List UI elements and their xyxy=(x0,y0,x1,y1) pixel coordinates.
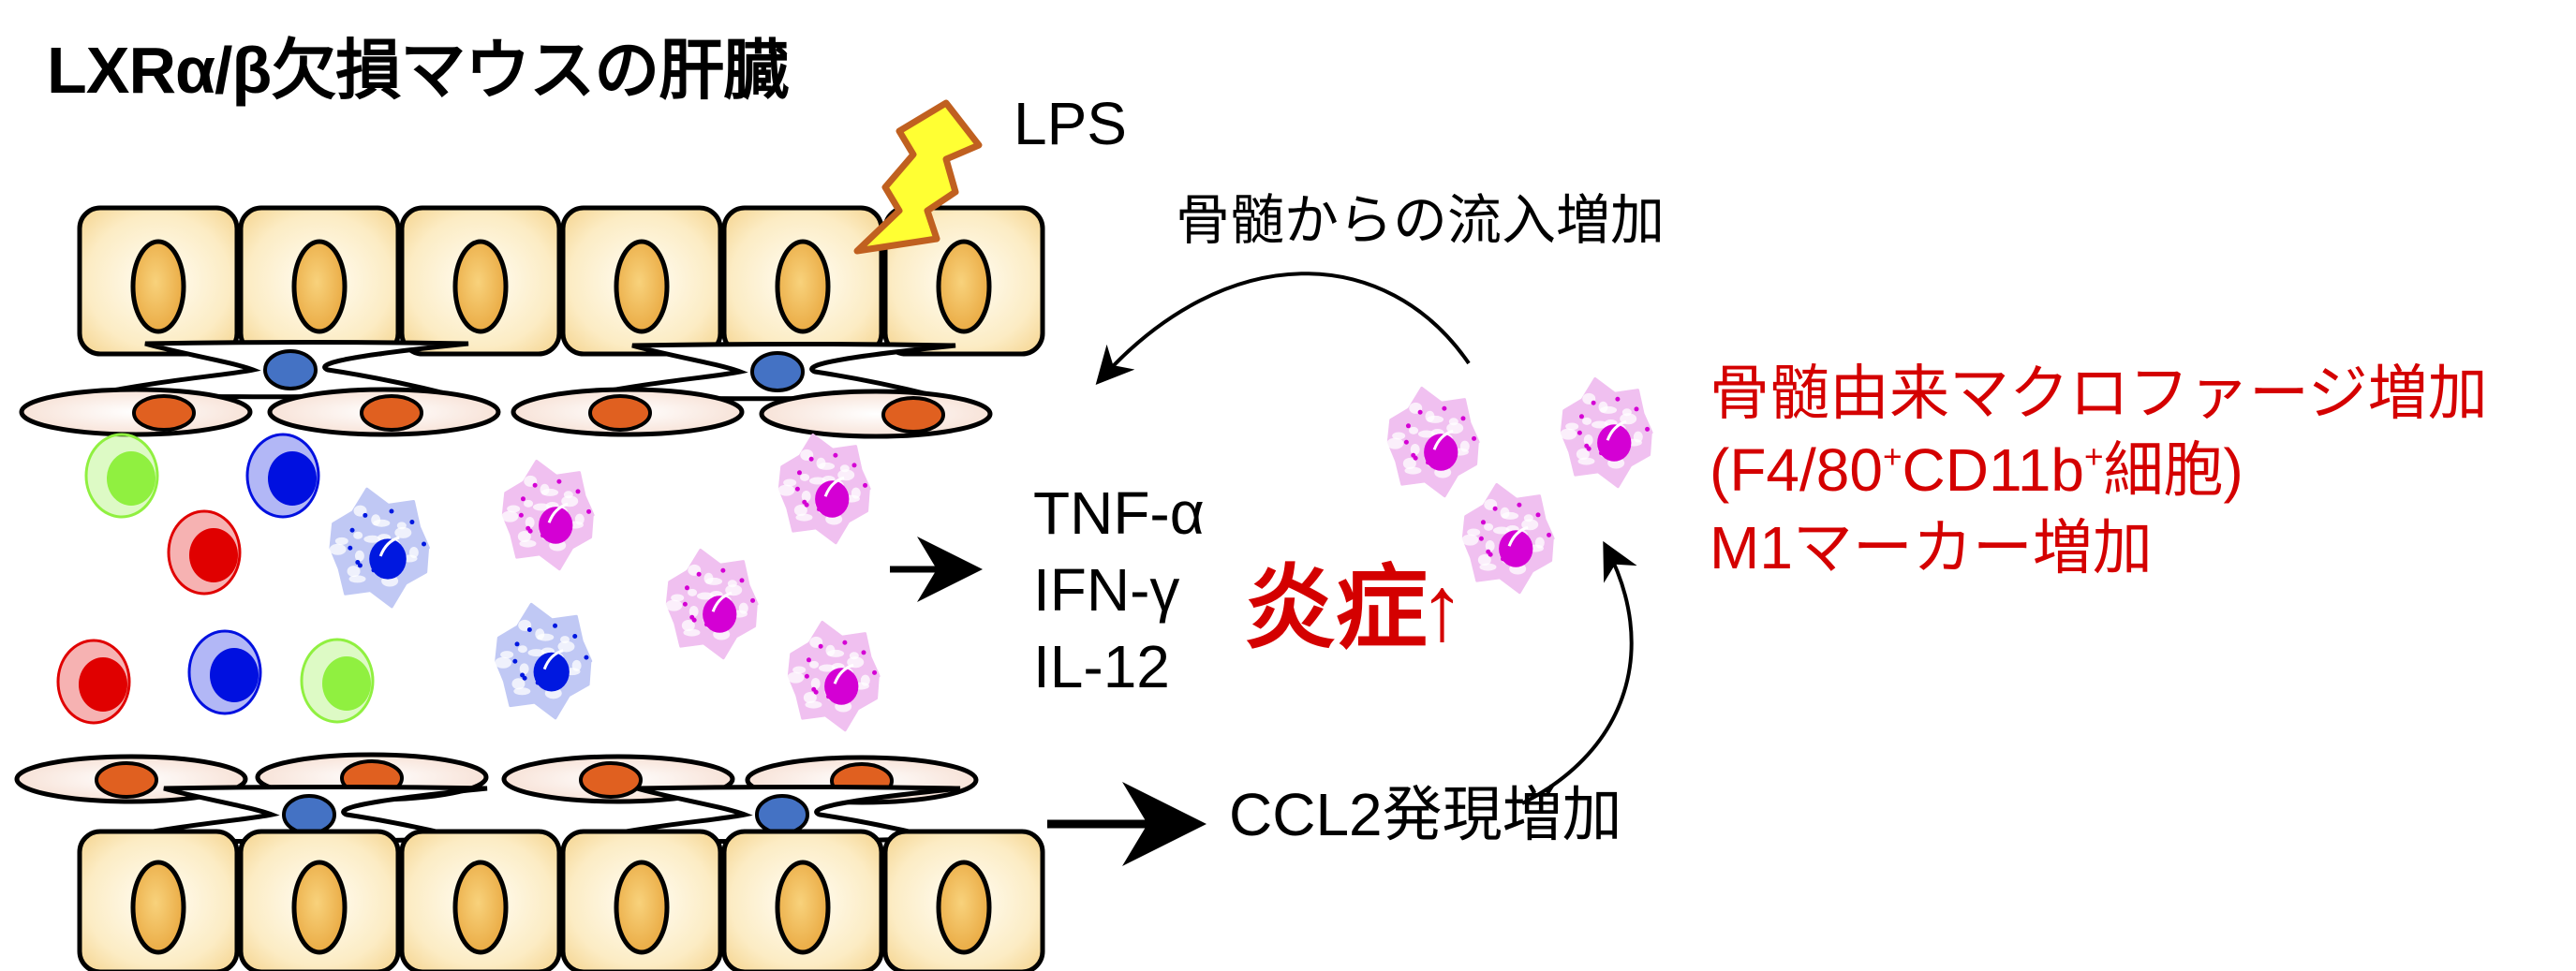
hepatocyte-nucleus xyxy=(614,860,670,955)
macrophage-nucleus xyxy=(1597,424,1632,462)
influx-curved-arrow xyxy=(1095,272,1471,385)
macrophage-nucleus xyxy=(1424,434,1458,471)
macrophage-nucleus xyxy=(533,652,570,692)
marker-prefix: (F4/80 xyxy=(1710,436,1883,504)
endothelial-nucleus xyxy=(360,394,423,432)
lymphocyte-nucleus xyxy=(189,528,238,582)
stellate-nucleus xyxy=(755,794,809,835)
hepatocyte-nucleus xyxy=(130,239,186,334)
marker-suffix: 細胞) xyxy=(2103,436,2243,504)
stellate-cell xyxy=(585,342,956,402)
up-arrow-icon: ↑ xyxy=(1419,556,1465,659)
macrophage xyxy=(329,487,430,609)
macrophage xyxy=(1461,482,1555,595)
hepatocyte xyxy=(560,829,723,971)
recruitment-curved-arrow xyxy=(1521,540,1637,805)
macrophage xyxy=(1560,376,1653,489)
endothelial-nucleus xyxy=(132,394,196,432)
macrophage xyxy=(495,602,593,720)
lymphocyte-nucleus xyxy=(322,656,371,711)
hepatocyte-nucleus xyxy=(614,239,670,334)
lymphocyte-nucleus xyxy=(210,648,259,702)
lymphocyte xyxy=(56,639,131,725)
lps-label: LPS xyxy=(1014,90,1127,157)
cell-marker-label: (F4/80+CD11b+細胞) xyxy=(1710,440,2243,500)
hepatocyte-nucleus xyxy=(775,860,831,955)
hepatocyte xyxy=(77,829,240,971)
hepatocyte-nucleus xyxy=(936,239,992,334)
marker-sup-1: + xyxy=(1882,438,1902,476)
macrophage xyxy=(1386,386,1480,498)
endothelial-cell xyxy=(511,387,745,437)
hepatocyte-nucleus xyxy=(452,239,509,334)
lymphocyte xyxy=(167,509,242,596)
lymphocyte xyxy=(300,638,375,724)
lymphocyte-nucleus xyxy=(107,451,155,506)
immune-cells xyxy=(56,433,881,732)
hepatocyte xyxy=(721,205,884,357)
lymphocyte-nucleus xyxy=(268,451,317,506)
endothelial-cell xyxy=(267,387,501,437)
hepatocyte-nucleus xyxy=(936,860,992,955)
recruited-macrophages xyxy=(1386,376,1653,595)
endothelial-cell xyxy=(19,387,253,437)
m1-marker-label: M1マーカー増加 xyxy=(1710,514,2153,581)
macrophage xyxy=(501,459,595,571)
macrophage-nucleus xyxy=(824,668,859,705)
lymphocyte xyxy=(187,629,262,715)
endothelial-cell xyxy=(759,389,993,439)
macrophage-nucleus xyxy=(369,538,407,580)
lightning-bolt-icon xyxy=(853,99,983,255)
hepatocyte xyxy=(238,205,401,357)
inflammation-label: 炎症 xyxy=(1244,556,1429,659)
endothelial-nucleus xyxy=(579,761,643,799)
stellate-nucleus xyxy=(263,349,318,390)
hepatocyte-nucleus xyxy=(291,239,348,334)
hepatocyte xyxy=(560,205,723,357)
bone-marrow-influx-label: 骨髄からの流入増加 xyxy=(1176,190,1666,251)
macrophage-nucleus xyxy=(815,480,850,518)
macrophage xyxy=(787,620,881,732)
hepatocyte xyxy=(882,829,1045,971)
hepatocyte xyxy=(882,205,1045,357)
stellate-cell-layer-top xyxy=(97,340,956,402)
stellate-nucleus xyxy=(282,794,336,835)
cytokine-tnf-alpha: TNF-α xyxy=(1033,479,1205,547)
hepatocyte-row-bottom xyxy=(77,829,1045,971)
hepatocyte xyxy=(399,829,562,971)
hepatocyte-row-top xyxy=(77,205,1045,357)
hepatocyte-nucleus xyxy=(452,860,509,955)
marker-mid: CD11b xyxy=(1902,436,2084,504)
hepatocyte xyxy=(238,829,401,971)
stellate-nucleus xyxy=(750,351,805,392)
lymphocyte-nucleus xyxy=(79,657,127,712)
macrophage-nucleus xyxy=(1499,530,1533,567)
macrophage-increase-label: 骨髄由来マクロファージ増加 xyxy=(1710,360,2488,427)
macrophage-nucleus xyxy=(539,507,573,544)
hepatocyte-nucleus xyxy=(291,860,348,955)
hepatocyte-nucleus xyxy=(775,239,831,334)
diagram-title: LXRα/β欠損マウスの肝臓 xyxy=(47,34,789,107)
hepatocyte xyxy=(77,205,240,357)
macrophage xyxy=(777,433,871,545)
macrophage xyxy=(665,548,759,660)
cytokine-il-12: IL-12 xyxy=(1033,633,1170,700)
endothelial-layer-top xyxy=(19,387,993,439)
marker-sup-2: + xyxy=(2084,438,2104,476)
hepatocyte xyxy=(721,829,884,971)
lymphocyte xyxy=(245,433,320,519)
cytokine-ifn-gamma: IFN-γ xyxy=(1033,556,1180,624)
macrophage-nucleus xyxy=(703,596,737,633)
endothelial-nucleus xyxy=(588,394,652,432)
ccl2-expression-label: CCL2発現増加 xyxy=(1229,781,1622,848)
hepatocyte xyxy=(399,205,562,357)
endothelial-nucleus xyxy=(95,761,158,799)
lymphocyte xyxy=(84,433,159,519)
endothelial-nucleus xyxy=(881,396,945,434)
hepatocyte-nucleus xyxy=(130,860,186,955)
